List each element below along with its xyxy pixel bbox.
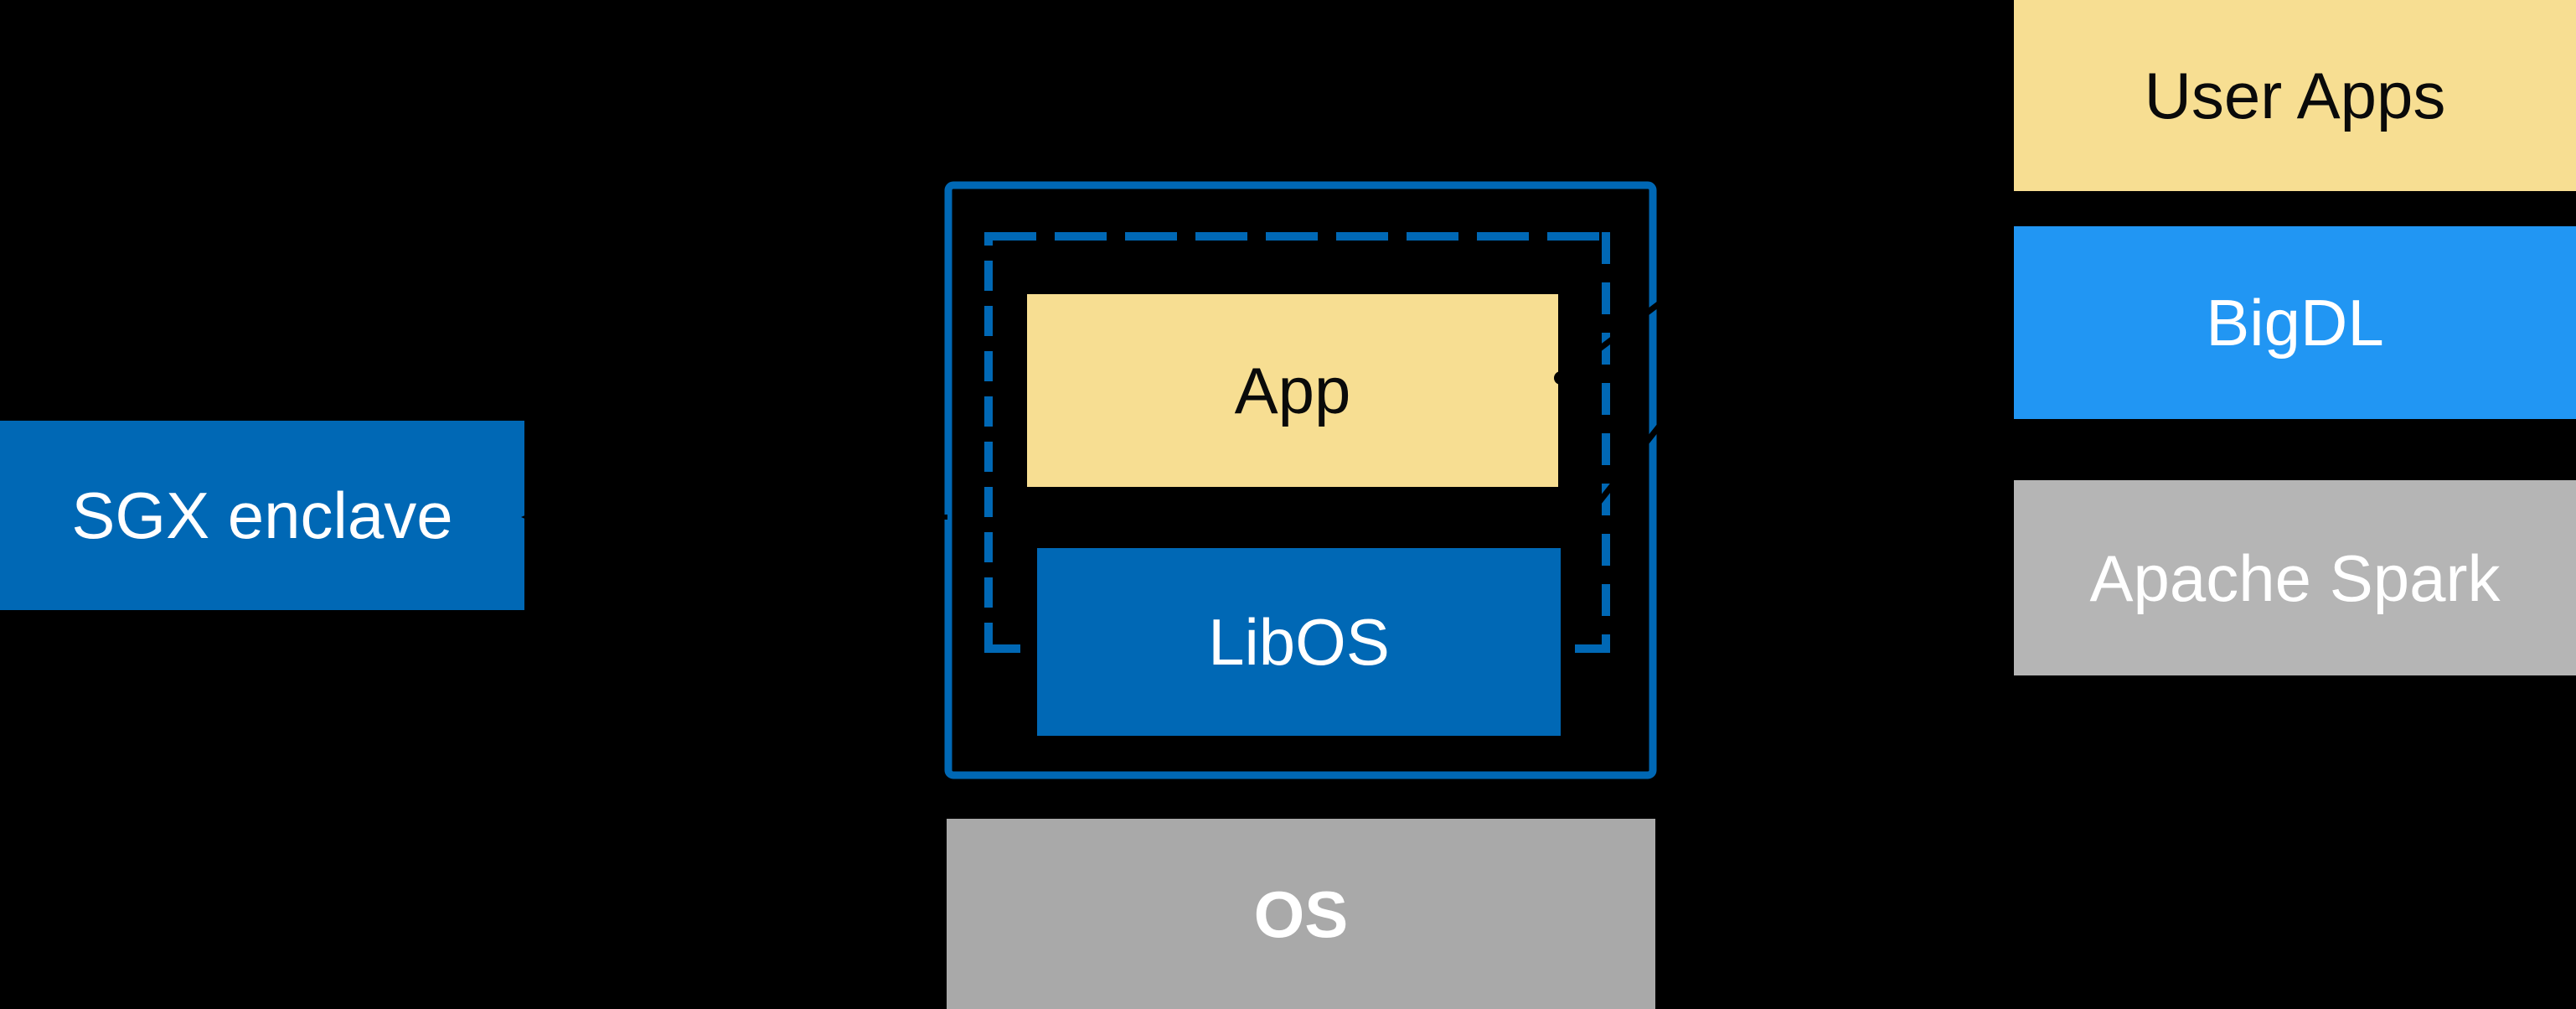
libos-label: LibOS <box>1208 605 1390 679</box>
libos-box: LibOS <box>1037 548 1561 736</box>
stack-user-apps-label: User Apps <box>2144 59 2446 132</box>
os-label: OS <box>1253 877 1349 951</box>
app-box: App <box>1027 294 1558 487</box>
sgx-enclave-box: SGX enclave <box>0 421 524 610</box>
stack-bigdl-label: BigDL <box>2206 286 2384 360</box>
os-box: OS <box>947 819 1655 1009</box>
sgx-arrowhead <box>521 507 545 527</box>
sgx-enclave-label: SGX enclave <box>71 479 453 552</box>
stack-apache-spark-label: Apache Spark <box>2089 541 2501 615</box>
stack-apache-spark-box: Apache Spark <box>2014 480 2576 675</box>
stack-bigdl-box: BigDL <box>2014 226 2576 419</box>
app-label: App <box>1234 354 1351 427</box>
stack-user-apps-box: User Apps <box>2014 0 2576 191</box>
annotation-line-to-libos <box>1571 266 1787 537</box>
annotation-line-to-app <box>1561 206 1787 379</box>
